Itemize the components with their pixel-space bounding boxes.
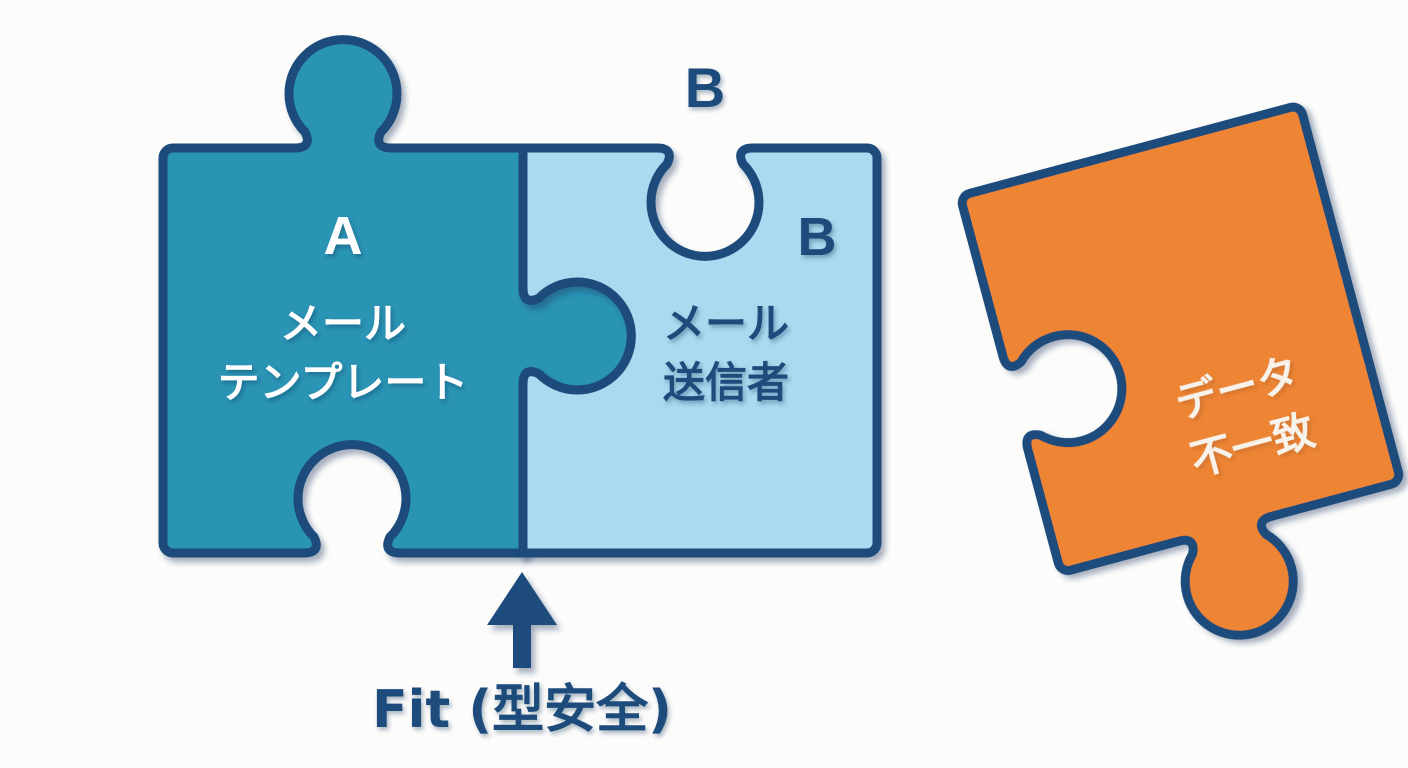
- piece-a-badge: A: [324, 206, 363, 266]
- piece-b-line2: 送信者: [663, 358, 789, 407]
- piece-a-line2: テンプレート: [218, 358, 469, 407]
- puzzle-piece-mismatch[interactable]: データ 不一致: [960, 105, 1408, 677]
- piece-b-badge: B: [798, 207, 837, 267]
- piece-b-outer-badge: B: [685, 56, 725, 119]
- piece-b-line1: メール: [663, 299, 789, 348]
- fit-caption: Fit (型安全): [372, 680, 672, 740]
- piece-a-line1: メール: [280, 299, 406, 348]
- fit-arrow-icon: [487, 572, 557, 668]
